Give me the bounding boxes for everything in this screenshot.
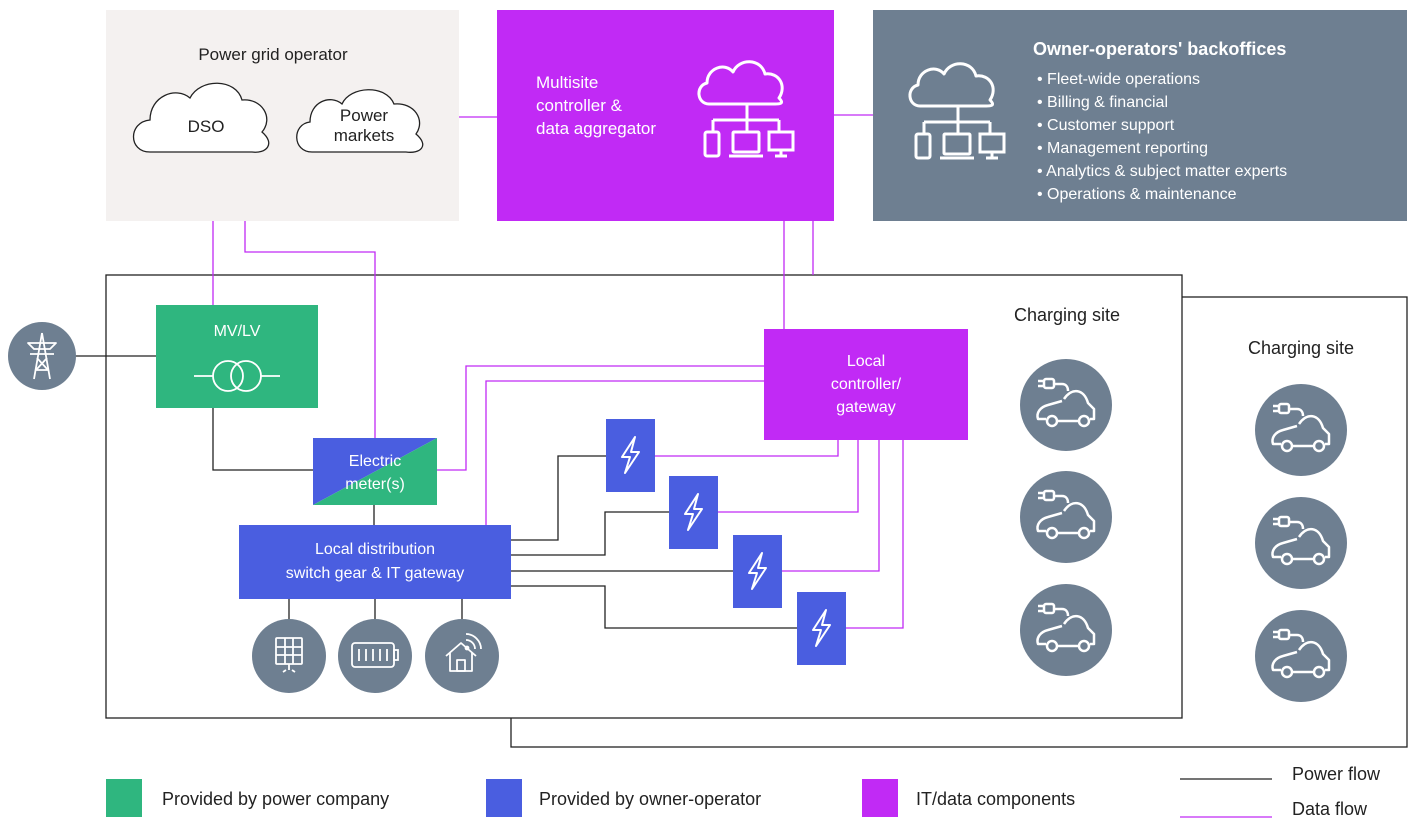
backoffice-title: Owner-operators' backoffices bbox=[1033, 39, 1286, 59]
legend-power-flow: Power flow bbox=[1292, 764, 1381, 784]
ev-circle bbox=[1255, 497, 1347, 589]
charger-1 bbox=[606, 419, 655, 492]
electric-meter-line1: Electric bbox=[349, 453, 401, 470]
local-distribution-line1: Local distribution bbox=[315, 541, 435, 558]
ev-circle bbox=[1020, 359, 1112, 451]
backoffice-panel bbox=[873, 10, 1407, 221]
local-controller-box bbox=[764, 329, 968, 440]
backoffice-list: • Fleet-wide operations • Billing & fina… bbox=[1037, 71, 1287, 203]
backoffice-item: • Operations & maintenance bbox=[1037, 186, 1237, 203]
legend-swatch-it-data bbox=[862, 779, 898, 817]
backoffice-item: • Management reporting bbox=[1037, 140, 1208, 157]
battery-circle bbox=[338, 619, 412, 693]
smart-home-circle bbox=[425, 619, 499, 693]
electric-meter-company-half bbox=[313, 438, 437, 505]
transformer-icon bbox=[194, 360, 280, 392]
smart-home-icon bbox=[445, 633, 482, 672]
legend-swatch-owner-operator bbox=[486, 779, 522, 817]
charger-4 bbox=[797, 592, 846, 665]
ev-circle bbox=[1020, 584, 1112, 676]
charger-3 bbox=[733, 535, 782, 608]
local-distribution-line2: switch gear & IT gateway bbox=[286, 565, 464, 582]
solar-panel-icon bbox=[275, 637, 303, 673]
backoffice-item: • Analytics & subject matter experts bbox=[1037, 163, 1287, 180]
legend-data-flow: Data flow bbox=[1292, 799, 1368, 819]
legend-power-company: Provided by power company bbox=[162, 789, 389, 809]
legend-owner-operator: Provided by owner-operator bbox=[539, 789, 761, 809]
local-distribution-box bbox=[239, 525, 511, 599]
backoffice-item: • Fleet-wide operations bbox=[1037, 71, 1200, 88]
grid-operator-title: Power grid operator bbox=[198, 45, 348, 64]
transmission-tower-circle bbox=[8, 322, 76, 390]
legend-swatch-power-company bbox=[106, 779, 142, 817]
local-controller-line2: controller/ bbox=[831, 376, 902, 393]
charging-site-main-label: Charging site bbox=[1014, 305, 1120, 325]
ev-circle bbox=[1255, 384, 1347, 476]
charger-2 bbox=[669, 476, 718, 549]
electric-meter-line2: meter(s) bbox=[345, 476, 405, 493]
dso-cloud bbox=[133, 82, 270, 153]
ev-circle bbox=[1020, 471, 1112, 563]
legend-it-data: IT/data components bbox=[916, 789, 1075, 809]
transformer-label: MV/LV bbox=[214, 323, 261, 340]
power-markets-label-line1: Power bbox=[340, 106, 389, 125]
backoffice-item: • Billing & financial bbox=[1037, 94, 1168, 111]
aggregator-line3: data aggregator bbox=[536, 119, 656, 138]
ev-circle bbox=[1255, 610, 1347, 702]
dso-label: DSO bbox=[188, 117, 225, 136]
battery-icon bbox=[351, 642, 399, 668]
transmission-tower-icon bbox=[27, 332, 57, 380]
local-controller-line1: Local bbox=[847, 353, 885, 370]
local-controller-line3: gateway bbox=[836, 399, 896, 416]
power-flow-lines bbox=[72, 355, 797, 629]
aggregator-line2: controller & bbox=[536, 96, 623, 115]
multisite-aggregator-panel bbox=[497, 10, 834, 221]
power-markets-label-line2: markets bbox=[334, 126, 394, 145]
power-markets-cloud bbox=[296, 89, 424, 153]
charging-site-second-label: Charging site bbox=[1248, 338, 1354, 358]
solar-circle bbox=[252, 619, 326, 693]
backoffice-item: • Customer support bbox=[1037, 117, 1175, 134]
transformer-box bbox=[156, 305, 318, 408]
legend: Provided by power company Provided by ow… bbox=[106, 764, 1381, 819]
aggregator-line1: Multisite bbox=[536, 73, 598, 92]
